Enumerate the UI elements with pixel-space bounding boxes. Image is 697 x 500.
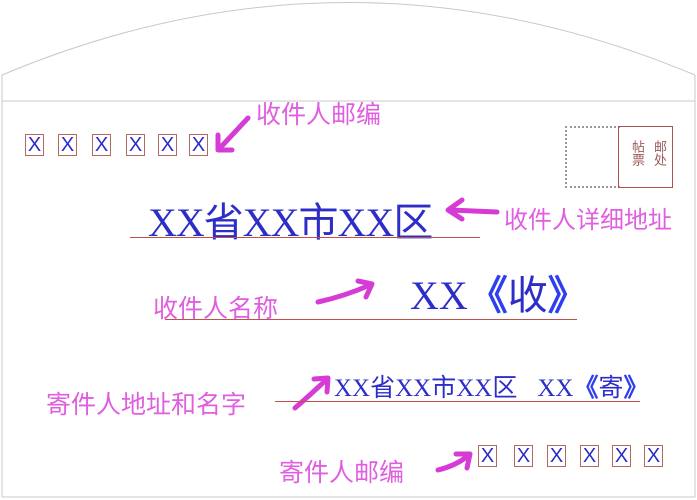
- sender-address: XX省XX市XX区: [334, 375, 518, 402]
- bracket-close: 》: [547, 273, 588, 318]
- bracket-open: 《: [573, 375, 599, 402]
- zip-digit-box[interactable]: X: [580, 445, 599, 467]
- zip-digit-box[interactable]: X: [25, 134, 44, 156]
- zip-digit-box[interactable]: X: [92, 134, 111, 156]
- recipient-address: XX省XX市XX区: [148, 200, 433, 245]
- zip-digit-box[interactable]: X: [189, 134, 208, 156]
- stamp-placeholder-dotted: [565, 126, 620, 188]
- recipient-name-annotation: 收件人名称: [153, 294, 279, 323]
- zip-digit-box[interactable]: X: [478, 445, 497, 467]
- sender-line-underline: [275, 401, 640, 402]
- recipient-name-value: XX: [410, 273, 468, 318]
- sender-name: XX: [537, 375, 574, 402]
- zip-digit-box[interactable]: X: [547, 445, 566, 467]
- sender-line-annotation: 寄件人地址和名字: [46, 390, 247, 419]
- sender-line: XX省XX市XX区 XX《寄》: [334, 368, 648, 404]
- recipient-name: XX《收》: [410, 263, 588, 321]
- bracket-close: 》: [623, 375, 649, 402]
- zip-digit-box[interactable]: X: [58, 134, 77, 156]
- sender-zip-annotation: 寄件人邮编: [279, 458, 405, 487]
- arrow-sender-zip: [435, 451, 473, 473]
- zip-digit-box[interactable]: X: [126, 134, 145, 156]
- recipient-zip-annotation: 收件人邮编: [256, 100, 382, 129]
- recipient-name-underline: [165, 319, 577, 320]
- sender-suffix: 寄: [598, 375, 624, 402]
- zip-digit-box[interactable]: X: [644, 445, 663, 467]
- recipient-suffix: 收: [507, 273, 548, 318]
- recipient-address-underline: [130, 237, 480, 238]
- arrow-recipient-name: [315, 278, 375, 305]
- stamp-box: [618, 126, 673, 188]
- stamp-text-left: 帖票: [629, 140, 644, 166]
- arrow-recipient-address: [445, 197, 500, 222]
- bracket-open: 《: [467, 273, 508, 318]
- arrow-sender-address: [292, 375, 331, 411]
- zip-digit-box[interactable]: X: [514, 445, 533, 467]
- arrow-recipient-zip: [215, 115, 251, 153]
- recipient-address-annotation: 收件人详细地址: [504, 206, 672, 234]
- zip-digit-box[interactable]: X: [612, 445, 631, 467]
- zip-digit-box[interactable]: X: [158, 134, 177, 156]
- stamp-text-right: 邮处: [651, 140, 666, 166]
